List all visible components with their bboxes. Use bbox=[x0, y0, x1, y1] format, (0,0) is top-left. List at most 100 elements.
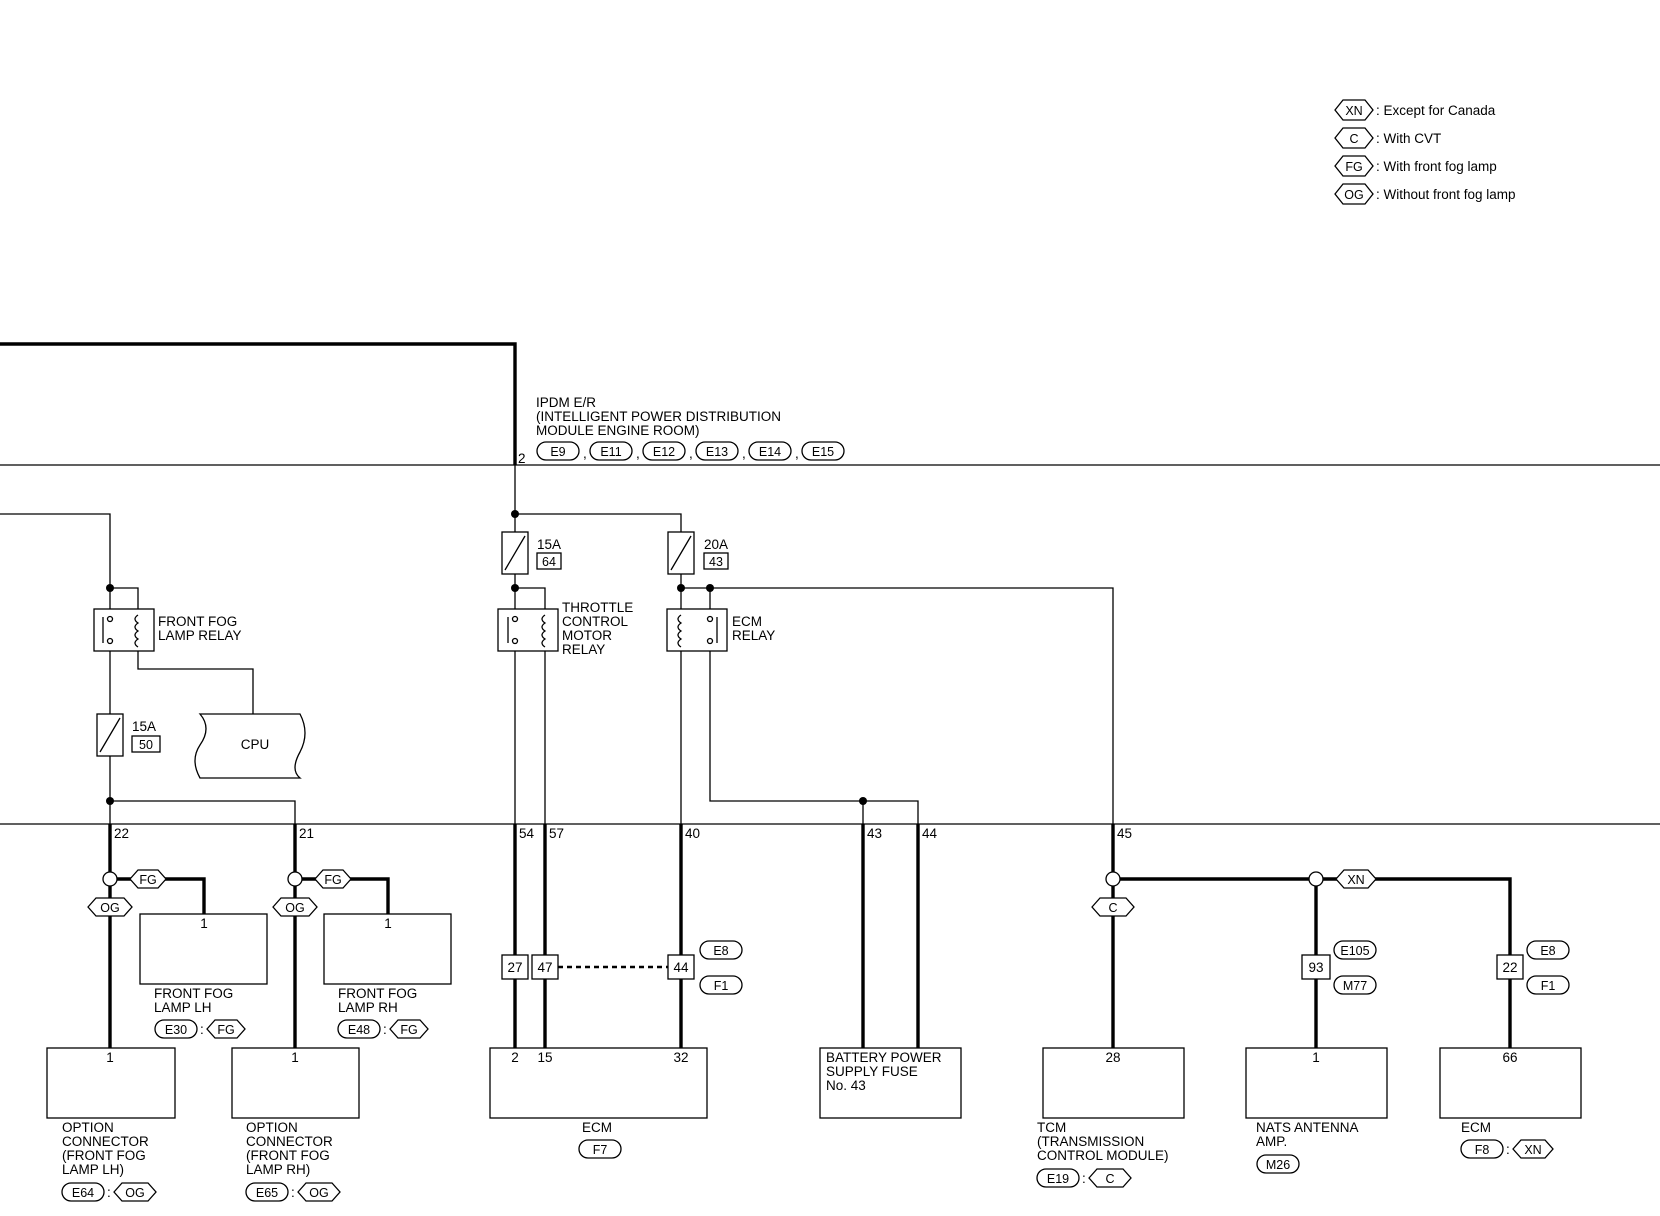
ecm-f7: 2 15 32 ECM F7 bbox=[489, 1047, 708, 1159]
tag-label: OG bbox=[285, 901, 304, 915]
legend-code: XN bbox=[1345, 104, 1362, 118]
legend-code: FG bbox=[1345, 160, 1362, 174]
pin-label: 2 bbox=[511, 1050, 519, 1065]
component-name: BATTERY POWER bbox=[826, 1050, 942, 1065]
fuse-number: 43 bbox=[709, 555, 723, 569]
pin-label: 57 bbox=[549, 826, 564, 841]
separator: , bbox=[689, 446, 693, 461]
separator: , bbox=[636, 446, 640, 461]
connector-code: E64 bbox=[72, 1186, 94, 1200]
pin-label: 44 bbox=[673, 960, 689, 975]
connector-code: F8 bbox=[1475, 1143, 1490, 1157]
ecm-f8: 66 ECM F8 : XN bbox=[1439, 1047, 1582, 1159]
tcm: 28 TCM (TRANSMISSION CONTROL MODULE) E19… bbox=[1036, 1047, 1185, 1188]
component-name: ECM bbox=[582, 1120, 612, 1135]
connector-tag bbox=[748, 441, 792, 461]
tag-label: OG bbox=[100, 901, 119, 915]
tag-label: FG bbox=[139, 873, 156, 887]
nats-joint-connector: 93 E105 M77 bbox=[1301, 940, 1377, 995]
connector-code: E13 bbox=[706, 445, 728, 459]
connector-code: E65 bbox=[256, 1186, 278, 1200]
ipdm-title-line: MODULE ENGINE ROOM) bbox=[536, 423, 700, 438]
pin-label: 32 bbox=[673, 1050, 688, 1065]
connector-code: E11 bbox=[600, 445, 621, 459]
fuse-amp: 15A bbox=[132, 719, 156, 734]
component-name: LAMP RH bbox=[338, 1000, 398, 1015]
legend: XN : Except for Canada C : With CVT FG :… bbox=[1334, 99, 1516, 205]
pin-label: 93 bbox=[1308, 960, 1323, 975]
pin-label: 28 bbox=[1105, 1050, 1120, 1065]
component-name: FRONT FOG bbox=[154, 986, 233, 1001]
tag-fg bbox=[129, 869, 167, 889]
relay-label: MOTOR bbox=[562, 628, 612, 643]
tag-fg bbox=[314, 869, 352, 889]
front-fog-lamp-rh: 1 FRONT FOG LAMP RH E48 : FG bbox=[323, 913, 452, 1039]
legend-code: OG bbox=[1344, 188, 1363, 202]
fuse-amp: 15A bbox=[537, 537, 561, 552]
tag-xn bbox=[1335, 869, 1377, 889]
legend-text: : Without front fog lamp bbox=[1376, 187, 1516, 202]
connector-code: E15 bbox=[812, 445, 834, 459]
tag-og bbox=[272, 897, 318, 917]
tag-label: OG bbox=[309, 1186, 328, 1200]
cpu-block bbox=[194, 713, 306, 779]
component-name: LAMP RH) bbox=[246, 1162, 310, 1177]
separator: : bbox=[1506, 1142, 1510, 1157]
connector-code: E14 bbox=[759, 445, 781, 459]
fuse-number: 64 bbox=[542, 555, 556, 569]
pin-label: 21 bbox=[299, 826, 314, 841]
legend-item-xn: XN : Except for Canada bbox=[1334, 99, 1496, 121]
front-fog-lamp-relay bbox=[93, 608, 155, 652]
pin-label: 66 bbox=[1502, 1050, 1517, 1065]
component-name: SUPPLY FUSE bbox=[826, 1064, 918, 1079]
connector-code: E12 bbox=[653, 445, 675, 459]
legend-item-c: C : With CVT bbox=[1334, 127, 1441, 149]
pin-label: 47 bbox=[537, 960, 552, 975]
connector-code: E9 bbox=[550, 445, 565, 459]
component-name: No. 43 bbox=[826, 1078, 866, 1093]
legend-item-fg: FG : With front fog lamp bbox=[1334, 155, 1497, 177]
cpu-label: CPU bbox=[241, 737, 270, 752]
component-name: LAMP LH) bbox=[62, 1162, 124, 1177]
component-name: OPTION bbox=[62, 1120, 114, 1135]
relay-label: THROTTLE bbox=[562, 600, 633, 615]
throttle-control-motor-relay bbox=[497, 608, 559, 652]
separator: , bbox=[583, 446, 587, 461]
component-name: (TRANSMISSION bbox=[1037, 1134, 1144, 1149]
legend-text: : With front fog lamp bbox=[1376, 159, 1497, 174]
relay-label: CONTROL bbox=[562, 614, 628, 629]
ipdm-title-line: IPDM E/R bbox=[536, 395, 596, 410]
tag-label: OG bbox=[125, 1186, 144, 1200]
tag-og bbox=[87, 897, 133, 917]
ecm-relay bbox=[666, 608, 728, 652]
connector-code: E8 bbox=[713, 944, 728, 958]
tag-label: C bbox=[1105, 1172, 1114, 1186]
component-name: NATS ANTENNA bbox=[1256, 1120, 1359, 1135]
connector-code: E48 bbox=[348, 1023, 370, 1037]
pin-label: 1 bbox=[384, 916, 392, 931]
separator: , bbox=[795, 446, 799, 461]
pin-label: 43 bbox=[867, 826, 882, 841]
connector-code: F7 bbox=[593, 1143, 608, 1157]
pin-label: 22 bbox=[114, 826, 129, 841]
tag-c bbox=[1091, 897, 1135, 917]
connector-code: E8 bbox=[1540, 944, 1555, 958]
connector-tag bbox=[589, 441, 633, 461]
relay-label: LAMP RELAY bbox=[158, 628, 242, 643]
component-name: CONNECTOR bbox=[246, 1134, 333, 1149]
pin-label: 44 bbox=[922, 826, 938, 841]
separator: : bbox=[383, 1022, 387, 1037]
relay-label: ECM bbox=[732, 614, 762, 629]
separator: : bbox=[1082, 1171, 1086, 1186]
separator: : bbox=[291, 1185, 295, 1200]
ipdm-pin: 2 bbox=[518, 451, 526, 466]
option-tags: FG OG FG OG C XN bbox=[87, 869, 1377, 917]
component-name: ECM bbox=[1461, 1120, 1491, 1135]
relay-label: RELAY bbox=[732, 628, 775, 643]
component-name: CONNECTOR bbox=[62, 1134, 149, 1149]
connector-tag bbox=[642, 441, 686, 461]
pin-label: 27 bbox=[507, 960, 522, 975]
connector-code: E105 bbox=[1340, 944, 1369, 958]
pin-label: 54 bbox=[519, 826, 535, 841]
